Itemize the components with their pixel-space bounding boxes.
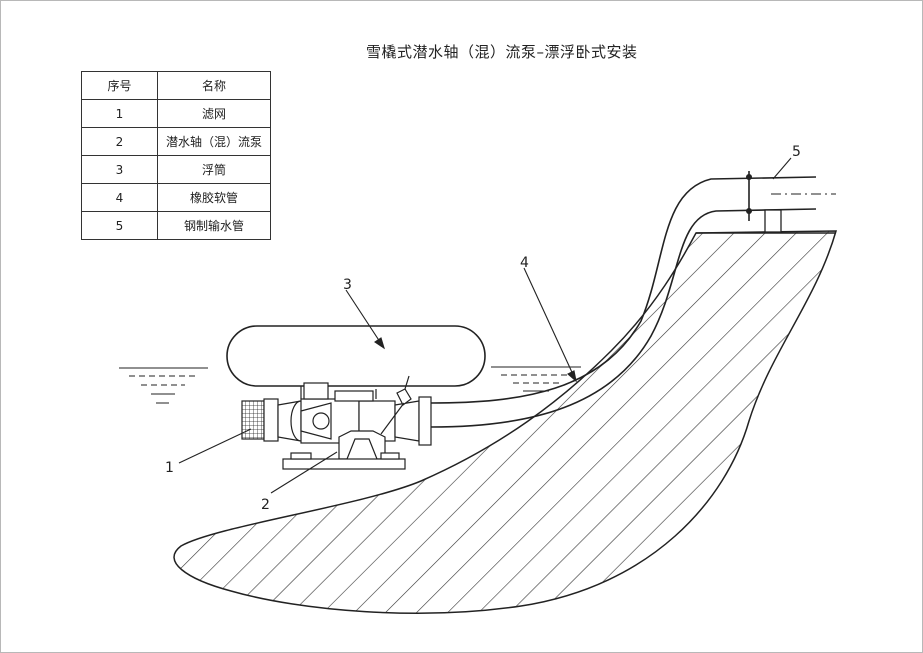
header-number: 序号 xyxy=(81,71,158,100)
rubber-hose-inner xyxy=(430,208,817,428)
table-row: 3 浮筒 xyxy=(81,155,271,184)
callout-5: 5 xyxy=(792,144,801,160)
row-name: 钢制输水管 xyxy=(157,211,271,240)
parts-table-header-row: 序号 名称 xyxy=(81,71,271,100)
table-row: 5 钢制输水管 xyxy=(81,211,271,240)
pump-unit xyxy=(241,375,432,470)
row-name: 浮筒 xyxy=(157,155,271,184)
filter-screen xyxy=(241,400,265,440)
callout-1: 1 xyxy=(165,460,174,476)
parts-table: 序号 名称 1 滤网 2 潜水轴（混）流泵 3 浮筒 4 橡胶软管 5 xyxy=(81,71,271,240)
row-name: 滤网 xyxy=(157,99,271,128)
row-name: 橡胶软管 xyxy=(157,183,271,212)
flange-bolt-bottom xyxy=(746,208,752,214)
table-row: 4 橡胶软管 xyxy=(81,183,271,212)
table-row: 1 滤网 xyxy=(81,99,271,128)
embankment xyxy=(173,230,837,614)
row-name: 潜水轴（混）流泵 xyxy=(157,127,271,156)
row-number: 3 xyxy=(81,155,158,184)
water-level-right xyxy=(491,366,581,392)
table-row: 2 潜水轴（混）流泵 xyxy=(81,127,271,156)
row-number: 2 xyxy=(81,127,158,156)
callout-4: 4 xyxy=(520,255,529,271)
float-tank xyxy=(226,325,486,387)
header-name: 名称 xyxy=(157,71,271,100)
drawing-title: 雪橇式潜水轴（混）流泵–漂浮卧式安装 xyxy=(366,43,638,61)
rubber-hose-outer xyxy=(430,176,817,404)
row-number: 1 xyxy=(81,99,158,128)
water-level-left xyxy=(119,367,208,404)
leader-lines xyxy=(178,157,792,494)
callout-2: 2 xyxy=(261,497,270,513)
flange-bolt-top xyxy=(746,174,752,180)
callout-3: 3 xyxy=(343,277,352,293)
row-number: 5 xyxy=(81,211,158,240)
sled-base xyxy=(282,458,406,470)
pipe-support xyxy=(764,209,782,233)
